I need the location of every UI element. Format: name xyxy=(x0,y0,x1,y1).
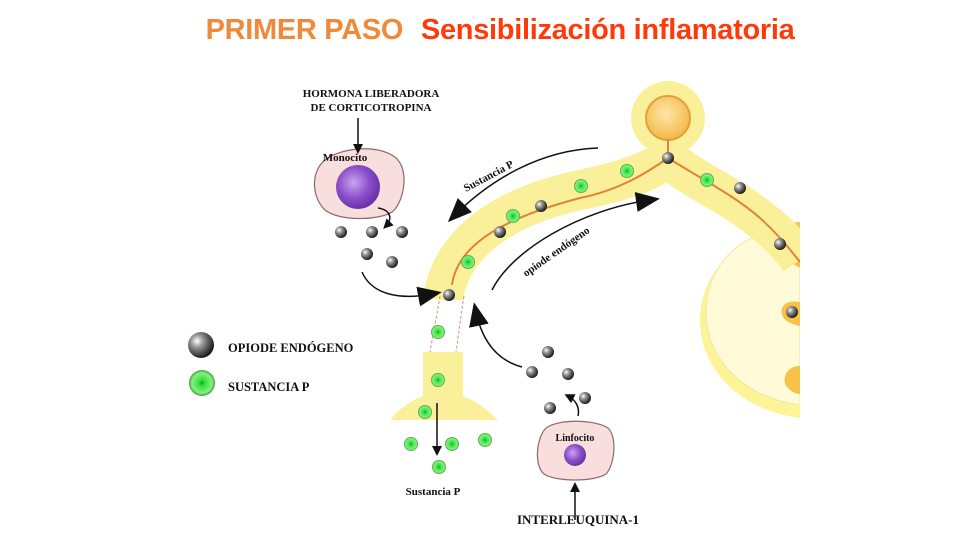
substance-p-arrow-label: Sustancia P xyxy=(462,158,516,194)
legend-label-substance-p: SUSTANCIA P xyxy=(228,380,310,394)
neuron-soma xyxy=(645,95,691,141)
substance-p-molecule xyxy=(418,405,432,419)
opioid-molecule xyxy=(579,392,591,404)
legend-label-opioid: OPIODE ENDÓGENO xyxy=(228,341,354,355)
substance-p-molecule xyxy=(478,433,492,447)
opioid-molecule xyxy=(662,152,674,164)
opioid-molecule xyxy=(544,402,556,414)
substance-p-molecule xyxy=(506,209,520,223)
substance-p-legend-icon xyxy=(189,370,215,396)
opioid-molecules xyxy=(335,152,798,414)
opioid-molecule xyxy=(526,366,538,378)
legend: OPIODE ENDÓGENO SUSTANCIA P xyxy=(188,332,354,396)
opioid-molecule xyxy=(366,226,378,238)
title-step: PRIMER PASO xyxy=(205,14,404,46)
opioid-molecule xyxy=(786,306,798,318)
opioid-molecule xyxy=(396,226,408,238)
monocyte-nucleus xyxy=(336,165,380,209)
hormone-label-line2: DE CORTICOTROPINA xyxy=(311,102,432,114)
opioid-molecule xyxy=(734,182,746,194)
substance-p-molecule xyxy=(620,164,634,178)
opioid-molecule xyxy=(542,346,554,358)
lymphocyte-label: Linfocito xyxy=(556,433,595,444)
opioid-molecule xyxy=(361,248,373,260)
opioid-molecule xyxy=(443,289,455,301)
substance-p-molecules xyxy=(404,164,714,474)
opioid-molecule xyxy=(494,226,506,238)
opioid-molecule xyxy=(535,200,547,212)
opioid-anterograde-arrow xyxy=(491,192,660,291)
lymphocyte-opioid-arrow xyxy=(469,302,523,368)
hormone-label-line1: HORMONA LIBERADORA xyxy=(303,88,440,100)
title-subtitle: Sensibilización inflamatoria xyxy=(420,14,795,46)
opioid-legend-icon xyxy=(188,332,214,358)
lymphocyte-release-arrow xyxy=(564,394,580,417)
opioid-molecule xyxy=(774,238,786,250)
monocyte-label: Monocito xyxy=(323,152,368,164)
substance-p-molecule xyxy=(574,179,588,193)
substance-p-molecule xyxy=(432,460,446,474)
substance-p-molecule xyxy=(431,373,445,387)
opioid-molecule xyxy=(335,226,347,238)
lymphocyte-nucleus xyxy=(564,444,586,466)
opioid-to-axon-arrow xyxy=(361,271,442,307)
arrows xyxy=(353,118,660,520)
interleukin-label: INTERLEUQUINA-1 xyxy=(517,512,639,527)
substance-p-molecule xyxy=(700,173,714,187)
slide-title: PRIMER PASO Sensibilización inflamatoria xyxy=(0,14,980,47)
monocyte-release-arrow xyxy=(377,207,394,229)
monocyte-cell: Monocito xyxy=(313,148,405,220)
substance-p-molecule xyxy=(461,255,475,269)
opioid-arrow-label: opiode endógeno xyxy=(521,224,593,279)
substance-p-release-label: Sustancia P xyxy=(406,486,461,498)
sensory-neuron xyxy=(390,81,800,420)
substance-p-molecule xyxy=(404,437,418,451)
opioid-molecule xyxy=(562,368,574,380)
substance-p-molecule xyxy=(431,325,445,339)
opioid-molecule xyxy=(386,256,398,268)
lymphocyte-cell: Linfocito xyxy=(536,420,615,481)
substance-p-retrograde-arrow xyxy=(447,147,599,223)
substance-p-molecule xyxy=(445,437,459,451)
